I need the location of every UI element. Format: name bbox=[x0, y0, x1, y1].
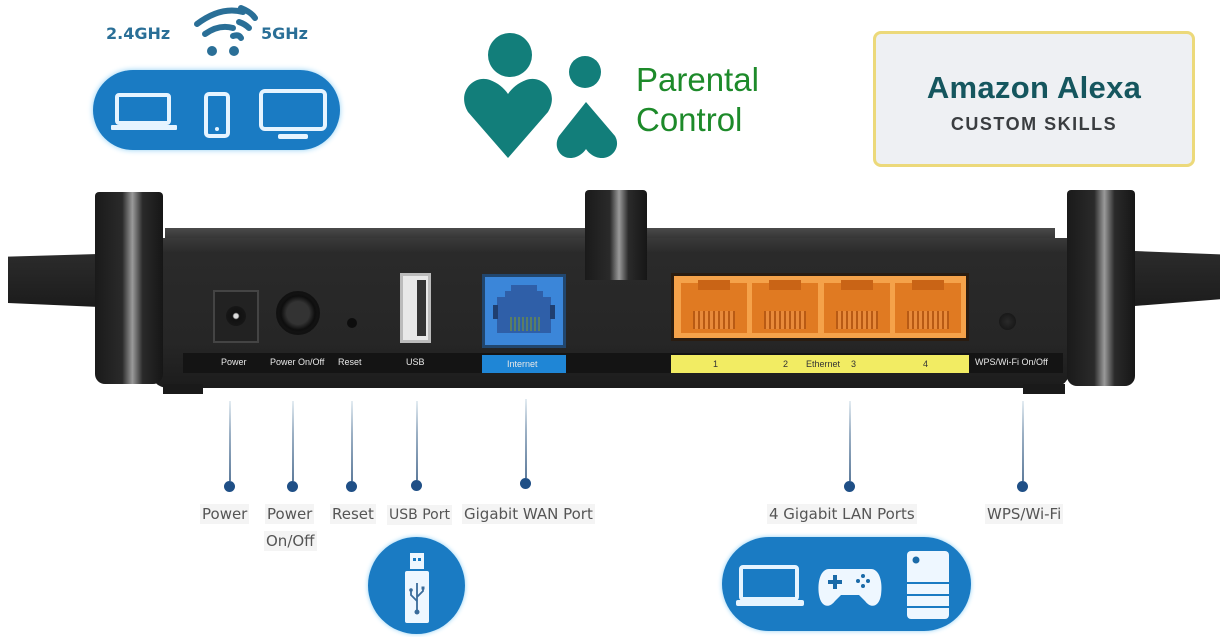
laptop-icon bbox=[111, 93, 177, 130]
callout-label-wps: WPS/Wi-Fi bbox=[985, 504, 1064, 524]
parental-control-label: Parental Control bbox=[636, 60, 759, 140]
monitor-icon bbox=[259, 89, 327, 139]
lan-port-block bbox=[671, 273, 969, 341]
leader-dot bbox=[520, 478, 531, 489]
leader-line bbox=[292, 401, 294, 481]
leader-line bbox=[849, 401, 851, 481]
callout-label-power: Power bbox=[200, 504, 250, 524]
strip-label-power-onoff: Power On/Off bbox=[270, 357, 325, 367]
leader-line bbox=[525, 399, 527, 478]
laptop-icon bbox=[736, 565, 804, 606]
parental-line2: Control bbox=[636, 101, 743, 138]
family-hearts-icon bbox=[464, 33, 618, 159]
wps-wifi-button[interactable] bbox=[999, 313, 1016, 330]
leader-line bbox=[229, 401, 231, 481]
callout-label-power-onoff-1: Power bbox=[265, 504, 315, 524]
foot-left bbox=[163, 384, 203, 394]
phone-icon bbox=[204, 92, 230, 138]
callout-label-wan: Gigabit WAN Port bbox=[462, 504, 595, 524]
wired-devices-pill bbox=[722, 537, 971, 631]
usb-port[interactable] bbox=[400, 273, 431, 343]
lan-number-3: 3 bbox=[851, 359, 857, 369]
strip-label-usb: USB bbox=[406, 357, 425, 367]
parental-line1: Parental bbox=[636, 61, 759, 98]
leader-line bbox=[351, 401, 353, 481]
antenna-center bbox=[585, 190, 647, 280]
band-5ghz-label: 5GHz bbox=[261, 24, 308, 43]
wan-port[interactable] bbox=[482, 274, 566, 348]
wan-strip-label: Internet bbox=[482, 355, 566, 373]
wifi-badge: 2.4GHz 5GHz bbox=[93, 0, 343, 152]
wireless-devices-pill bbox=[93, 70, 340, 150]
leader-dot bbox=[1017, 481, 1028, 492]
power-onoff-button[interactable] bbox=[276, 291, 320, 335]
callout-label-reset: Reset bbox=[330, 504, 376, 524]
usb-flash-drive-icon bbox=[405, 553, 429, 623]
lan-port-3[interactable] bbox=[824, 280, 890, 333]
callout-label-power-onoff-2: On/Off bbox=[264, 531, 317, 551]
rj45-socket-icon bbox=[493, 285, 555, 333]
lan-port-1[interactable] bbox=[681, 280, 747, 333]
leader-dot bbox=[411, 480, 422, 491]
antenna-left bbox=[95, 192, 163, 384]
wifi-dual-band-icon bbox=[194, 5, 258, 56]
strip-label-wps: WPS/Wi-Fi On/Off bbox=[975, 357, 1048, 367]
leader-dot bbox=[287, 481, 298, 492]
lan-port-2[interactable] bbox=[752, 280, 818, 333]
power-jack[interactable] bbox=[213, 290, 259, 343]
strip-label-power: Power bbox=[221, 357, 247, 367]
callout-label-lan: 4 Gigabit LAN Ports bbox=[767, 504, 917, 524]
leader-dot bbox=[346, 481, 357, 492]
leader-dot bbox=[844, 481, 855, 492]
alexa-title: Amazon Alexa bbox=[926, 70, 1142, 105]
alexa-card: Amazon Alexa CUSTOM SKILLS bbox=[873, 31, 1195, 167]
leader-line bbox=[416, 401, 418, 480]
lan-number-4: 4 bbox=[923, 359, 929, 369]
band-2-4ghz-label: 2.4GHz bbox=[106, 24, 171, 43]
antenna-right bbox=[1067, 190, 1135, 386]
leader-dot bbox=[224, 481, 235, 492]
strip-label-reset: Reset bbox=[338, 357, 362, 367]
usb-badge bbox=[368, 537, 465, 634]
lan-number-2: 2 bbox=[783, 359, 789, 369]
lan-number-1: 1 bbox=[713, 359, 719, 369]
ethernet-label: Ethernet bbox=[806, 359, 841, 369]
leader-line bbox=[1022, 401, 1024, 481]
lan-port-4[interactable] bbox=[895, 280, 961, 333]
server-icon bbox=[907, 551, 949, 619]
callout-label-usb: USB Port bbox=[387, 505, 452, 525]
reset-button[interactable] bbox=[347, 318, 357, 328]
gamepad-icon bbox=[818, 569, 882, 606]
foot-right bbox=[1023, 384, 1065, 394]
strip-label-internet: Internet bbox=[507, 359, 538, 369]
lan-strip-label: 1 2 Ethernet 3 4 bbox=[671, 355, 969, 373]
alexa-subtitle: CUSTOM SKILLS bbox=[950, 114, 1118, 134]
